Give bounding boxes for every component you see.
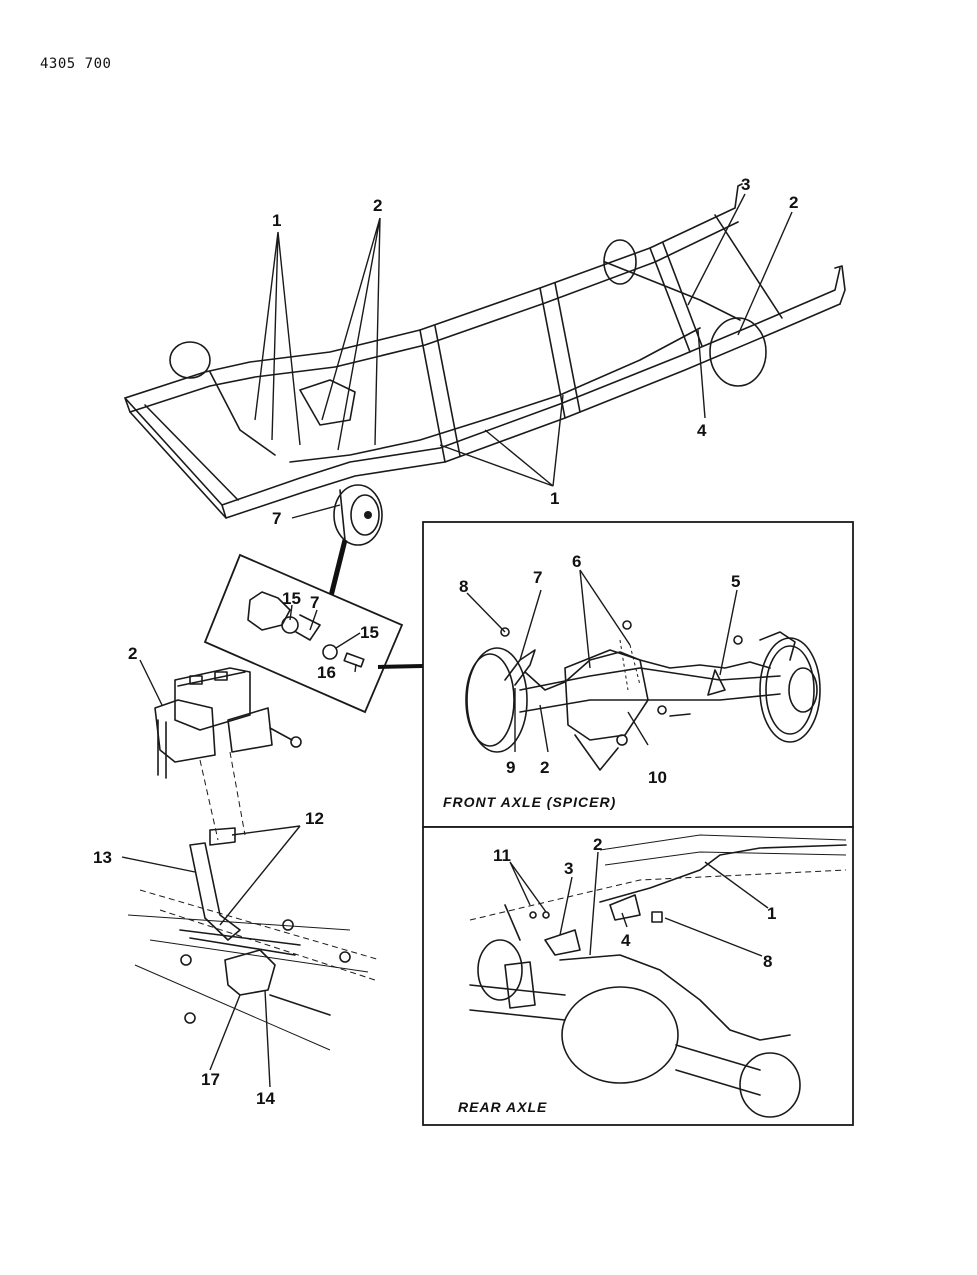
detail-callout-15-a: 15 <box>282 589 301 608</box>
front-callout-8: 8 <box>459 577 468 596</box>
front-callout-10: 10 <box>648 768 667 787</box>
rear-axle-panel <box>422 826 854 1126</box>
rear-leaders <box>509 851 769 957</box>
chassis-frame-drawing <box>124 183 846 601</box>
master-callout-12: 12 <box>305 809 324 828</box>
front-callout-9: 9 <box>506 758 515 777</box>
detail-callout-16: 16 <box>317 663 336 682</box>
front-callout-7: 7 <box>533 568 542 587</box>
front-axle-caption: FRONT AXLE (SPICER) <box>443 794 616 810</box>
master-callout-13: 13 <box>93 848 112 867</box>
front-callout-6: 6 <box>572 552 581 571</box>
front-axle-panel <box>422 521 854 828</box>
rear-callout-11: 11 <box>493 846 511 865</box>
master-leaders <box>121 659 301 1088</box>
master-cylinder-drawing <box>127 667 381 1051</box>
callout-1-top: 1 <box>272 211 281 230</box>
callout-1-bottom: 1 <box>550 489 559 508</box>
master-callout-14: 14 <box>256 1089 275 1108</box>
rear-callout-1: 1 <box>767 904 776 923</box>
caliper-detail-box <box>203 553 404 714</box>
part-number: 4305 700 <box>40 56 112 72</box>
front-callout-2: 2 <box>540 758 549 777</box>
rear-axle-caption: REAR AXLE <box>458 1099 547 1115</box>
front-leaders <box>466 569 738 753</box>
chassis-leaders <box>254 193 793 519</box>
master-callout-2: 2 <box>128 644 137 663</box>
callout-2-rear: 2 <box>789 193 798 212</box>
callout-3: 3 <box>741 175 750 194</box>
master-callout-17: 17 <box>201 1070 220 1089</box>
front-callout-5: 5 <box>731 572 740 591</box>
rear-callout-4: 4 <box>621 931 631 950</box>
detail-callout-15-b: 15 <box>360 623 379 642</box>
rear-callout-2: 2 <box>593 835 602 854</box>
rear-axle-drawing <box>469 834 847 1118</box>
rear-callout-8: 8 <box>763 952 772 971</box>
callout-4: 4 <box>697 421 707 440</box>
callout-7: 7 <box>272 509 281 528</box>
rear-callout-3: 3 <box>564 859 573 878</box>
callout-2-top: 2 <box>373 196 382 215</box>
detail-callout-7: 7 <box>310 593 319 612</box>
front-axle-drawing <box>465 620 821 771</box>
